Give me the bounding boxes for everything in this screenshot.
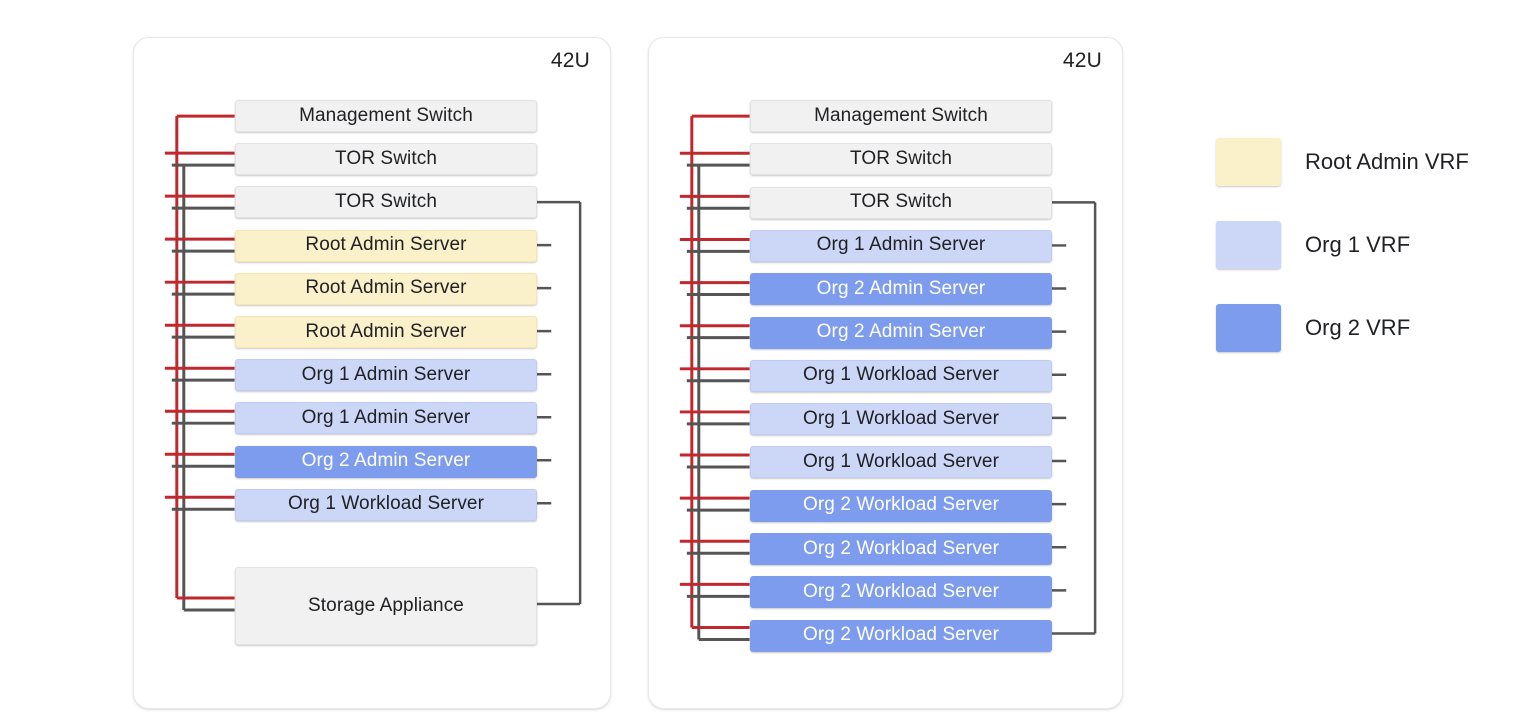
rack-unit-label: Management Switch xyxy=(814,104,988,126)
legend-item[interactable]: Org 1 VRF xyxy=(1216,221,1516,269)
legend-color-swatch xyxy=(1216,304,1281,352)
rack-unit[interactable]: Management Switch xyxy=(750,100,1052,132)
rack-unit-label: Org 1 Workload Server xyxy=(802,450,1000,472)
rack-unit[interactable]: Org 1 Admin Server xyxy=(235,402,537,435)
rack-unit[interactable]: Org 2 Admin Server xyxy=(750,316,1052,349)
rack-unit-label: Org 2 Workload Server xyxy=(802,624,1000,646)
rack-unit[interactable]: Org 1 Admin Server xyxy=(235,359,537,392)
rack-unit[interactable]: Org 1 Workload Server xyxy=(235,488,537,521)
rack-unit-label: TOR Switch xyxy=(334,147,437,169)
legend-item-label: Root Admin VRF xyxy=(1305,149,1469,174)
rack-unit-label: Org 2 Workload Server xyxy=(802,537,1000,559)
legend-item[interactable]: Root Admin VRF xyxy=(1216,138,1516,186)
rack-unit-label: TOR Switch xyxy=(849,147,952,169)
rack-unit[interactable]: Org 2 Workload Server xyxy=(750,576,1052,609)
rack-unit[interactable]: Root Admin Server xyxy=(235,229,537,262)
rack-unit-label: Org 1 Workload Server xyxy=(287,493,485,515)
rack-unit-label: Org 2 Workload Server xyxy=(802,494,1000,516)
rack-unit[interactable]: Org 2 Admin Server xyxy=(235,445,537,478)
rack-unit-label: Org 2 Admin Server xyxy=(816,277,986,299)
rack-unit-label: Org 1 Workload Server xyxy=(802,407,1000,429)
rack-unit-label: Root Admin Server xyxy=(305,320,467,342)
rack-unit-label: Org 1 Admin Server xyxy=(301,406,471,428)
legend-item-label: Org 2 VRF xyxy=(1305,315,1411,340)
rack-unit[interactable]: Storage Appliance xyxy=(235,567,537,645)
legend-color-swatch xyxy=(1216,221,1281,269)
rack-unit-label: Root Admin Server xyxy=(305,277,467,299)
rack-1-capacity-label: 42U xyxy=(550,49,590,72)
legend-item-label: Org 1 VRF xyxy=(1305,232,1411,257)
rack-unit[interactable]: Root Admin Server xyxy=(235,272,537,305)
rack-unit-label: Org 2 Workload Server xyxy=(802,580,1000,602)
rack-unit-label: TOR Switch xyxy=(334,190,437,212)
rack-unit-label: Storage Appliance xyxy=(308,594,464,616)
rack-unit[interactable]: Org 2 Workload Server xyxy=(750,619,1052,652)
rack-unit-label: TOR Switch xyxy=(849,191,952,213)
rack-unit-label: Org 1 Workload Server xyxy=(802,364,1000,386)
legend-item[interactable]: Org 2 VRF xyxy=(1216,304,1516,352)
rack-unit[interactable]: Org 2 Admin Server xyxy=(750,273,1052,306)
rack-unit[interactable]: TOR Switch xyxy=(235,143,537,176)
rack-unit[interactable]: TOR Switch xyxy=(235,186,537,219)
rack-unit[interactable]: Org 2 Workload Server xyxy=(750,489,1052,522)
rack-unit-label: Org 1 Admin Server xyxy=(301,363,471,385)
rack-unit-label: Org 1 Admin Server xyxy=(816,234,986,256)
rack-unit[interactable]: Org 1 Admin Server xyxy=(750,229,1052,262)
rack-2-capacity-label: 42U xyxy=(1062,49,1102,72)
rack-unit[interactable]: Root Admin Server xyxy=(235,316,537,348)
rack-unit[interactable]: TOR Switch xyxy=(750,186,1052,219)
rack-unit[interactable]: TOR Switch xyxy=(750,143,1052,176)
rack-unit-label: Org 2 Admin Server xyxy=(301,450,471,472)
rack-unit-label: Root Admin Server xyxy=(305,234,467,256)
rack-unit[interactable]: Org 1 Workload Server xyxy=(750,403,1052,436)
rack-unit-label: Org 2 Admin Server xyxy=(816,321,986,343)
vrf-legend: Root Admin VRF Org 1 VRF Org 2 VRF xyxy=(1216,138,1516,352)
rack-unit[interactable]: Org 2 Workload Server xyxy=(750,533,1052,565)
legend-color-swatch xyxy=(1216,138,1281,186)
rack-unit[interactable]: Org 1 Workload Server xyxy=(750,446,1052,479)
rack-unit[interactable]: Org 1 Workload Server xyxy=(750,359,1052,392)
rack-unit-label: Management Switch xyxy=(299,104,473,126)
rack-unit[interactable]: Management Switch xyxy=(235,100,537,132)
